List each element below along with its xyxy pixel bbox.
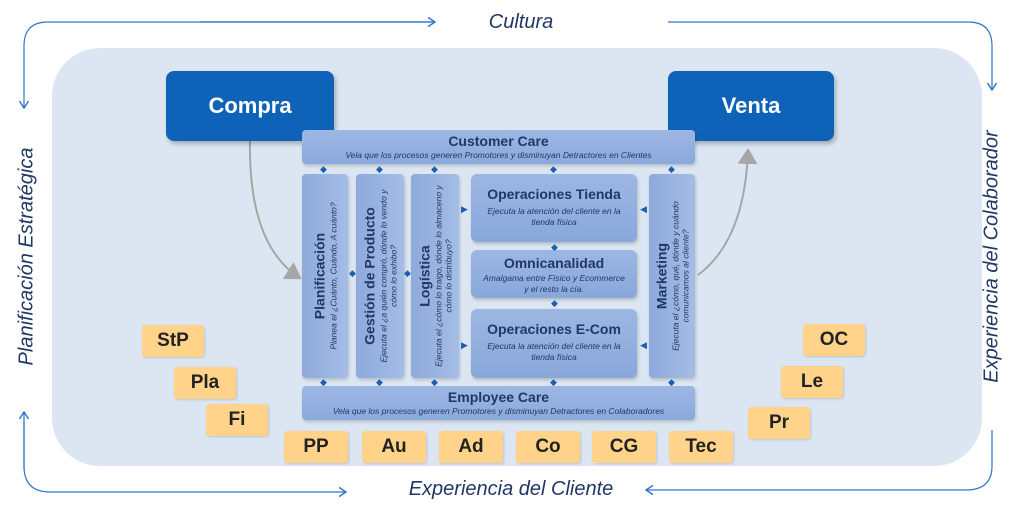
planificacion-subtitle: Planea el ¿Cuánto, Cuándo, A cuánto? xyxy=(328,202,339,350)
chip-tec: Tec xyxy=(669,431,733,463)
omnicanalidad-subtitle: Amalgama entre Físico y Ecommerce y el r… xyxy=(483,273,625,294)
employee-care-title: Employee Care xyxy=(447,389,550,405)
updown-arrow-icon: ◆ xyxy=(431,164,438,174)
logistica-title: Logística xyxy=(416,245,433,307)
arrow-marketing-to-venta xyxy=(697,148,758,276)
chip-cg: CG xyxy=(592,431,656,463)
updown-arrow-icon: ◆ xyxy=(668,164,675,174)
right-arrow-icon: ▶ xyxy=(461,340,468,350)
label-planificacion-estrategica: Planificación Estratégica xyxy=(15,147,38,366)
operaciones-ecom-title: Operaciones E-Com xyxy=(487,321,621,337)
operaciones-ecom-subtitle: Ejecuta la atención del cliente en la ti… xyxy=(487,341,621,362)
chip-pp: PP xyxy=(284,431,348,463)
employee-care-subtitle: Vela que los procesos generen Promotores… xyxy=(332,406,665,416)
chip-stp: StP xyxy=(142,325,204,357)
gestion-text: Gestión de Producto Ejecuta el ¿a quién … xyxy=(362,181,399,371)
operaciones-tienda-box: Operaciones Tienda Ejecuta la atención d… xyxy=(471,174,637,242)
gestion-subtitle: Ejecuta el ¿a quién compró, dónde lo ven… xyxy=(378,189,399,363)
chip-fi: Fi xyxy=(206,404,268,436)
operaciones-ecom-box: Operaciones E-Com Ejecuta la atención de… xyxy=(471,309,637,378)
chip-co: Co xyxy=(516,431,580,463)
customer-care-bar: Customer Care Vela que los procesos gene… xyxy=(302,130,695,164)
planificacion-title: Planificación xyxy=(311,232,328,320)
left-arrow-icon: ◀ xyxy=(640,204,647,214)
arrow-top-right xyxy=(668,21,992,90)
leftright-arrow-icon: ◆ xyxy=(349,268,356,278)
label-cultura: Cultura xyxy=(488,11,554,33)
leftright-arrow-icon: ◆ xyxy=(404,268,411,278)
marketing-text: Marketing Ejecuta el ¿cómo, qué, dónde y… xyxy=(654,181,691,371)
updown-arrow-icon: ◆ xyxy=(550,377,557,387)
logistica-subtitle: Ejecuta el ¿cómo lo traigo, dónde lo alm… xyxy=(433,185,454,367)
updown-arrow-icon: ◆ xyxy=(376,377,383,387)
omnicanalidad-box: Omnicanalidad Amalgama entre Físico y Ec… xyxy=(471,250,637,298)
left-arrow-icon: ◀ xyxy=(640,340,647,350)
column-logistica: Logística Ejecuta el ¿cómo lo traigo, dó… xyxy=(411,174,459,378)
compra-box: Compra xyxy=(166,71,334,141)
updown-arrow-icon: ◆ xyxy=(551,298,558,308)
operaciones-tienda-title: Operaciones Tienda xyxy=(487,186,621,202)
venta-box: Venta xyxy=(668,71,834,141)
employee-care-bar: Employee Care Vela que los procesos gene… xyxy=(302,386,695,420)
customer-care-title: Customer Care xyxy=(448,133,549,149)
chip-au: Au xyxy=(362,431,426,463)
column-marketing: Marketing Ejecuta el ¿cómo, qué, dónde y… xyxy=(649,174,695,378)
marketing-title: Marketing xyxy=(653,242,670,310)
arrow-bottom-right xyxy=(646,430,993,490)
planificacion-text: Planificación Planea el ¿Cuánto, Cuándo,… xyxy=(312,181,339,371)
updown-arrow-icon: ◆ xyxy=(551,242,558,252)
chip-pla: Pla xyxy=(174,367,236,399)
operaciones-tienda-subtitle: Ejecuta la atención del cliente en la ti… xyxy=(487,206,621,227)
label-experiencia-colaborador: Experiencia del Colaborador xyxy=(980,130,1003,383)
chip-ad: Ad xyxy=(439,431,503,463)
arrow-top-left xyxy=(24,21,435,108)
updown-arrow-icon: ◆ xyxy=(320,377,327,387)
updown-arrow-icon: ◆ xyxy=(320,164,327,174)
updown-arrow-icon: ◆ xyxy=(376,164,383,174)
updown-arrow-icon: ◆ xyxy=(550,164,557,174)
logistica-text: Logística Ejecuta el ¿cómo lo traigo, dó… xyxy=(417,181,454,371)
chip-le: Le xyxy=(781,366,843,398)
right-arrow-icon: ▶ xyxy=(461,204,468,214)
column-planificacion: Planificación Planea el ¿Cuánto, Cuándo,… xyxy=(302,174,348,378)
omnicanalidad-title: Omnicanalidad xyxy=(503,255,605,271)
chip-oc: OC xyxy=(803,324,865,356)
customer-care-subtitle: Vela que los procesos generen Promotores… xyxy=(345,150,652,160)
marketing-subtitle: Ejecuta el ¿cómo, qué, dónde y cuándo co… xyxy=(670,201,691,351)
updown-arrow-icon: ◆ xyxy=(668,377,675,387)
updown-arrow-icon: ◆ xyxy=(431,377,438,387)
arrow-compra-to-planificacion xyxy=(248,139,302,280)
gestion-title: Gestión de Producto xyxy=(361,207,378,345)
label-experiencia-cliente: Experiencia del Cliente xyxy=(408,478,614,500)
chip-pr: Pr xyxy=(748,407,810,439)
column-gestion-producto: Gestión de Producto Ejecuta el ¿a quién … xyxy=(356,174,404,378)
